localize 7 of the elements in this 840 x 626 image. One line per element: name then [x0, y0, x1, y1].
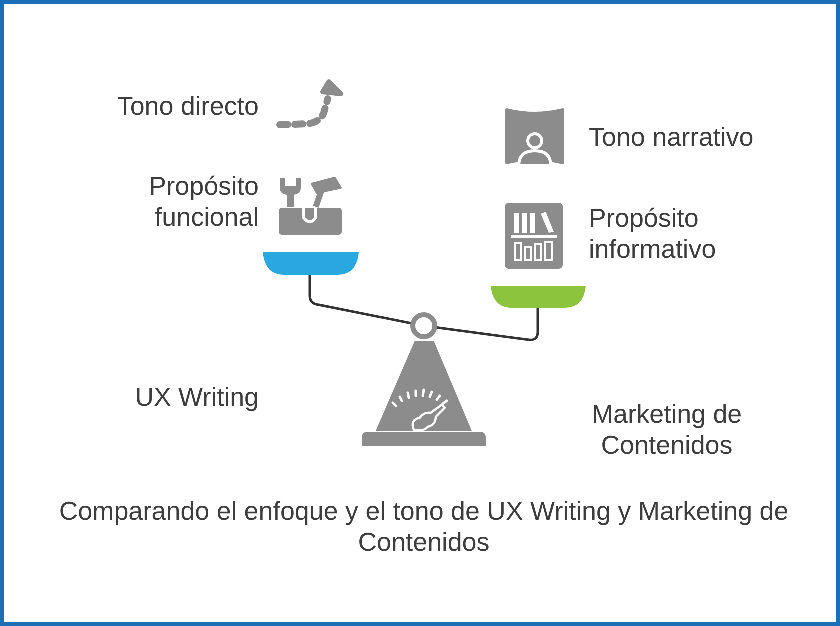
attribute-label: Tono directo — [116, 91, 259, 122]
category-label: UX Writing — [134, 382, 259, 413]
category-label: Marketing de Contenidos — [590, 399, 744, 461]
attribute-label: Propósito funcional — [148, 171, 259, 233]
attribute-label: Propósito informativo — [589, 203, 718, 265]
attribute-label: Tono narrativo — [589, 122, 755, 153]
caption: Comparando el enfoque y el tono de UX Writing y Marketing de Contenidos — [58, 496, 790, 558]
